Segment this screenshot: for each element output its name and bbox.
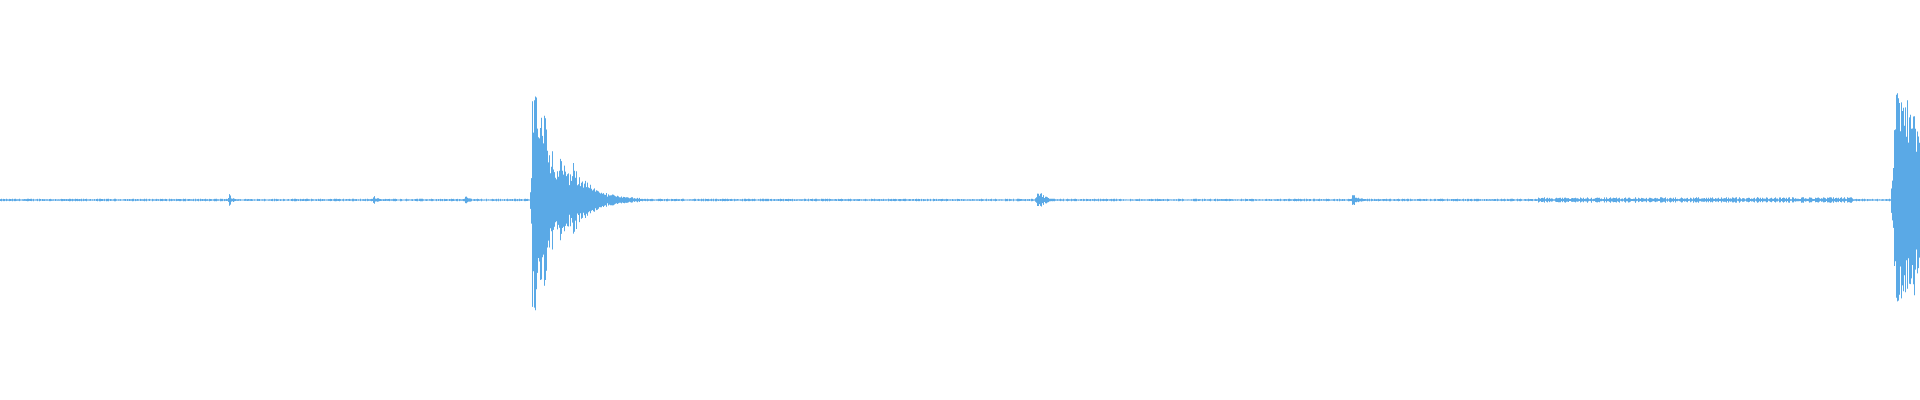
waveform-path	[0, 93, 1920, 311]
waveform-signal	[0, 93, 1920, 311]
